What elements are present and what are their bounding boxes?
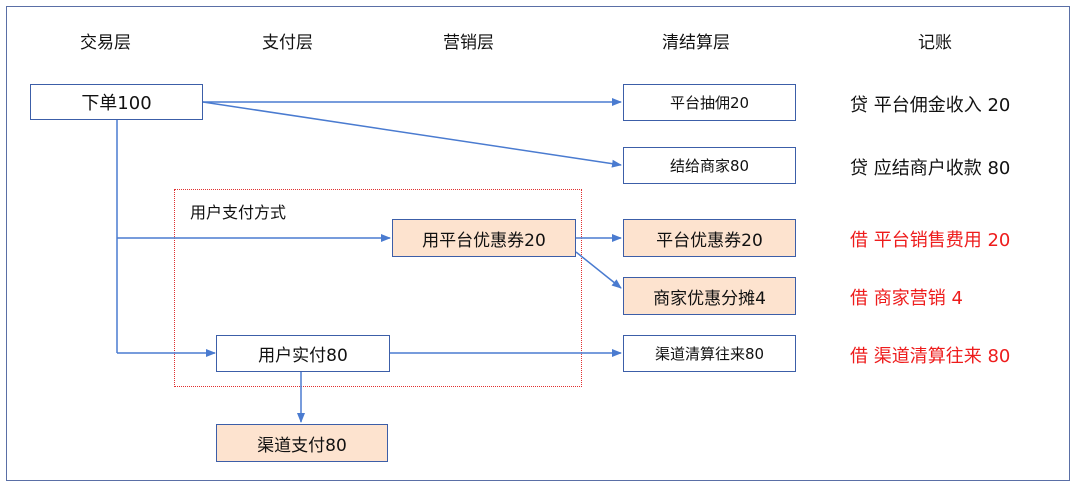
arrow-coupon-to-merchant-share bbox=[575, 251, 622, 289]
merchant-coupon-share-label: 商家优惠分摊4 bbox=[653, 288, 766, 309]
accounting-channel-clearing: 借 渠道清算往来 80 bbox=[850, 346, 1011, 367]
accounting-sales-expense: 借 平台销售费用 20 bbox=[850, 230, 1011, 251]
order-label: 下单100 bbox=[81, 93, 152, 114]
platform-coupon-settle-box: 平台优惠券20 bbox=[623, 219, 796, 257]
header-settlement-layer: 清结算层 bbox=[662, 33, 730, 53]
platform-coupon-label: 用平台优惠券20 bbox=[422, 230, 546, 251]
header-accounting: 记账 bbox=[918, 33, 952, 53]
merchant-coupon-share-box: 商家优惠分摊4 bbox=[623, 277, 796, 315]
settle-merchant-label: 结给商家80 bbox=[669, 157, 750, 175]
channel-pay-label: 渠道支付80 bbox=[257, 435, 347, 456]
platform-coupon-settle-label: 平台优惠券20 bbox=[656, 230, 763, 251]
user-paid-box: 用户实付80 bbox=[216, 335, 390, 372]
header-trade-layer: 交易层 bbox=[80, 33, 131, 53]
user-paid-label: 用户实付80 bbox=[258, 346, 348, 366]
channel-clearing-box: 渠道清算往来80 bbox=[623, 335, 796, 372]
arrow-order-to-settle-merchant bbox=[202, 101, 622, 168]
user-payment-method-region bbox=[174, 189, 582, 387]
user-payment-method-label: 用户支付方式 bbox=[190, 203, 287, 222]
header-payment-layer: 支付层 bbox=[262, 33, 313, 53]
platform-commission-box: 平台抽佣20 bbox=[623, 84, 796, 121]
diagram-frame bbox=[6, 6, 1070, 481]
settle-merchant-box: 结给商家80 bbox=[623, 147, 796, 184]
accounting-commission-income: 贷 平台佣金收入 20 bbox=[850, 95, 1011, 116]
platform-coupon-box: 用平台优惠券20 bbox=[392, 219, 576, 257]
order-box: 下单100 bbox=[30, 84, 203, 120]
accounting-merchant-payable: 贷 应结商户收款 80 bbox=[850, 158, 1011, 179]
accounting-merchant-marketing: 借 商家营销 4 bbox=[850, 288, 963, 309]
header-marketing-layer: 营销层 bbox=[443, 33, 494, 53]
platform-commission-label: 平台抽佣20 bbox=[669, 94, 750, 112]
channel-clearing-label: 渠道清算往来80 bbox=[654, 345, 765, 363]
channel-pay-box: 渠道支付80 bbox=[216, 424, 388, 462]
